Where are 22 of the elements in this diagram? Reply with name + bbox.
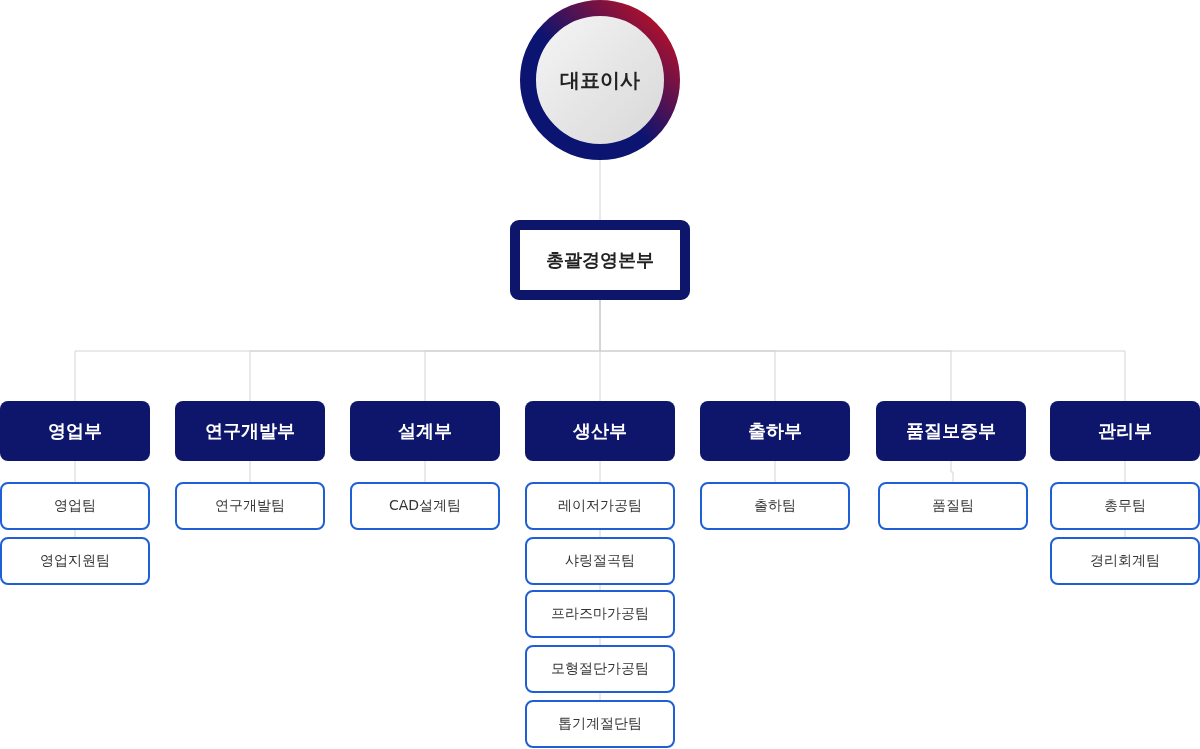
team-box: CAD설계팀 — [350, 482, 500, 530]
headquarters-box: 총괄경영본부 — [510, 220, 690, 300]
department-box: 관리부 — [1050, 401, 1200, 461]
team-box: 영업지원팀 — [0, 537, 150, 585]
team-box: 샤링절곡팀 — [525, 537, 675, 585]
team-box: 모형절단가공팀 — [525, 645, 675, 693]
team-box: 출하팀 — [700, 482, 850, 530]
department-box: 설계부 — [350, 401, 500, 461]
department-box: 생산부 — [525, 401, 675, 461]
team-box: 품질팀 — [878, 482, 1028, 530]
ceo-circle: 대표이사 — [520, 0, 680, 160]
team-box: 톱기계절단팀 — [525, 700, 675, 748]
department-box: 영업부 — [0, 401, 150, 461]
team-box: 영업팀 — [0, 482, 150, 530]
team-box: 연구개발팀 — [175, 482, 325, 530]
team-box: 프라즈마가공팀 — [525, 590, 675, 638]
team-box: 경리회계팀 — [1050, 537, 1200, 585]
department-box: 연구개발부 — [175, 401, 325, 461]
department-box: 품질보증부 — [876, 401, 1026, 461]
team-box: 레이저가공팀 — [525, 482, 675, 530]
department-box: 출하부 — [700, 401, 850, 461]
team-box: 총무팀 — [1050, 482, 1200, 530]
